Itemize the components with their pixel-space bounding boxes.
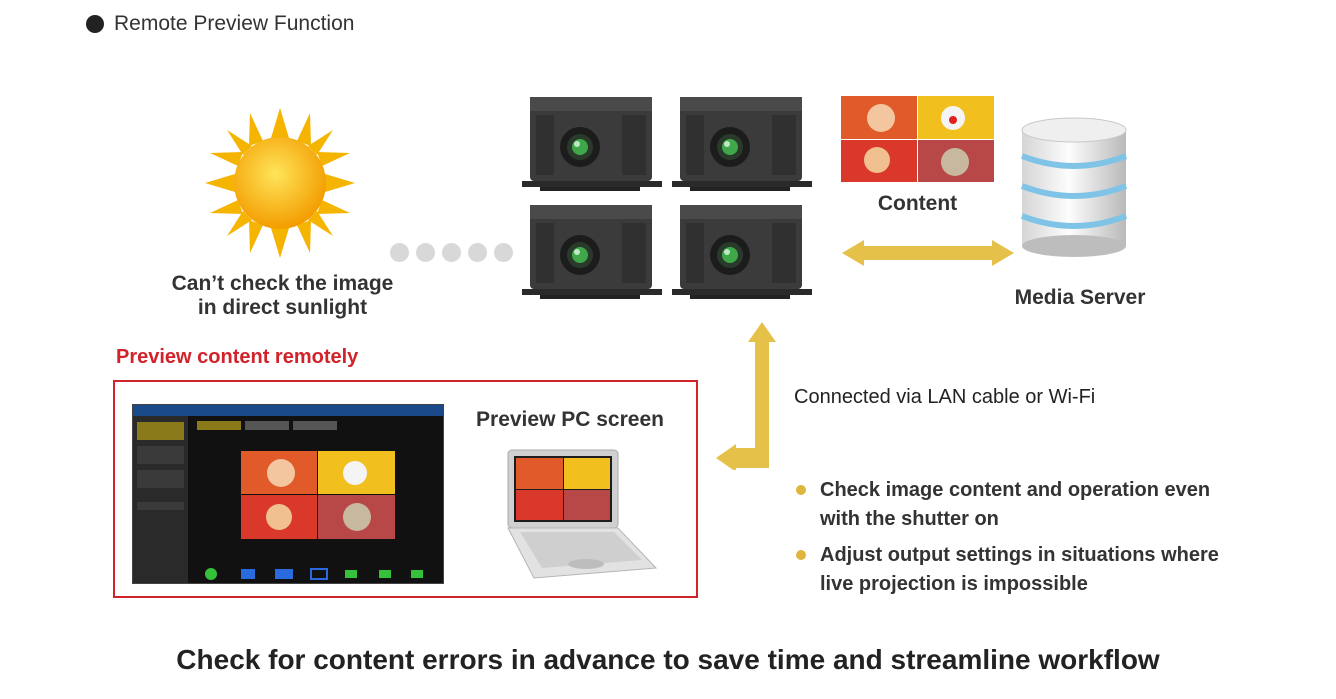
signal-dot (390, 243, 409, 262)
sun-caption: Can’t check the image in direct sunlight (150, 272, 415, 320)
window-tab (197, 421, 241, 430)
bullet-icon (796, 550, 806, 560)
projector-icon (672, 97, 812, 191)
preview-frame (113, 380, 698, 598)
benefit-item: Adjust output settings in situations whe… (794, 541, 1234, 599)
sidebar-item (137, 470, 184, 488)
laptop-icon (507, 449, 658, 579)
projector-icon (672, 205, 812, 299)
sun-caption-line1: Can’t check the image (171, 272, 394, 295)
benefit-text: Check image content and operation even w… (820, 479, 1211, 530)
projector-icon (522, 205, 662, 299)
signal-dot (416, 243, 435, 262)
section-heading: Remote Preview Function (86, 12, 354, 36)
window-titlebar (133, 405, 443, 416)
arrow-icon (842, 240, 1014, 266)
preview-title: Preview content remotely (116, 346, 359, 368)
sidebar-item (137, 446, 184, 464)
projector-icon (522, 97, 662, 191)
connection-text: Connected via LAN cable or Wi-Fi (794, 386, 1096, 408)
media-server-label: Media Server (1014, 286, 1146, 309)
sidebar-item (137, 502, 184, 510)
window-sidebar (133, 416, 188, 583)
database-icon (1020, 117, 1128, 257)
benefit-text: Adjust output settings in situations whe… (820, 544, 1219, 595)
projector-array (522, 97, 812, 299)
signal-dot (442, 243, 461, 262)
content-thumbnail (841, 96, 994, 182)
window-tab (293, 421, 337, 430)
control-window-screenshot (132, 404, 444, 584)
status-icons (205, 568, 423, 580)
sun-caption-line2: in direct sunlight (197, 296, 368, 319)
signal-dot (468, 243, 487, 262)
section-heading-text: Remote Preview Function (114, 12, 355, 35)
benefit-item: Check image content and operation even w… (794, 476, 1234, 534)
sidebar-item (137, 422, 184, 440)
connection-arrow-icon (716, 322, 776, 470)
benefit-list: Check image content and operation even w… (794, 476, 1234, 606)
content-label: Content (877, 192, 958, 215)
bullet-dot-icon (86, 15, 104, 33)
sun-icon (205, 108, 355, 258)
footer-statement: Check for content errors in advance to s… (176, 644, 1160, 675)
pc-label: Preview PC screen (476, 408, 664, 431)
preview-image (241, 451, 395, 539)
signal-dot (494, 243, 513, 262)
bullet-icon (796, 485, 806, 495)
window-tab (245, 421, 289, 430)
